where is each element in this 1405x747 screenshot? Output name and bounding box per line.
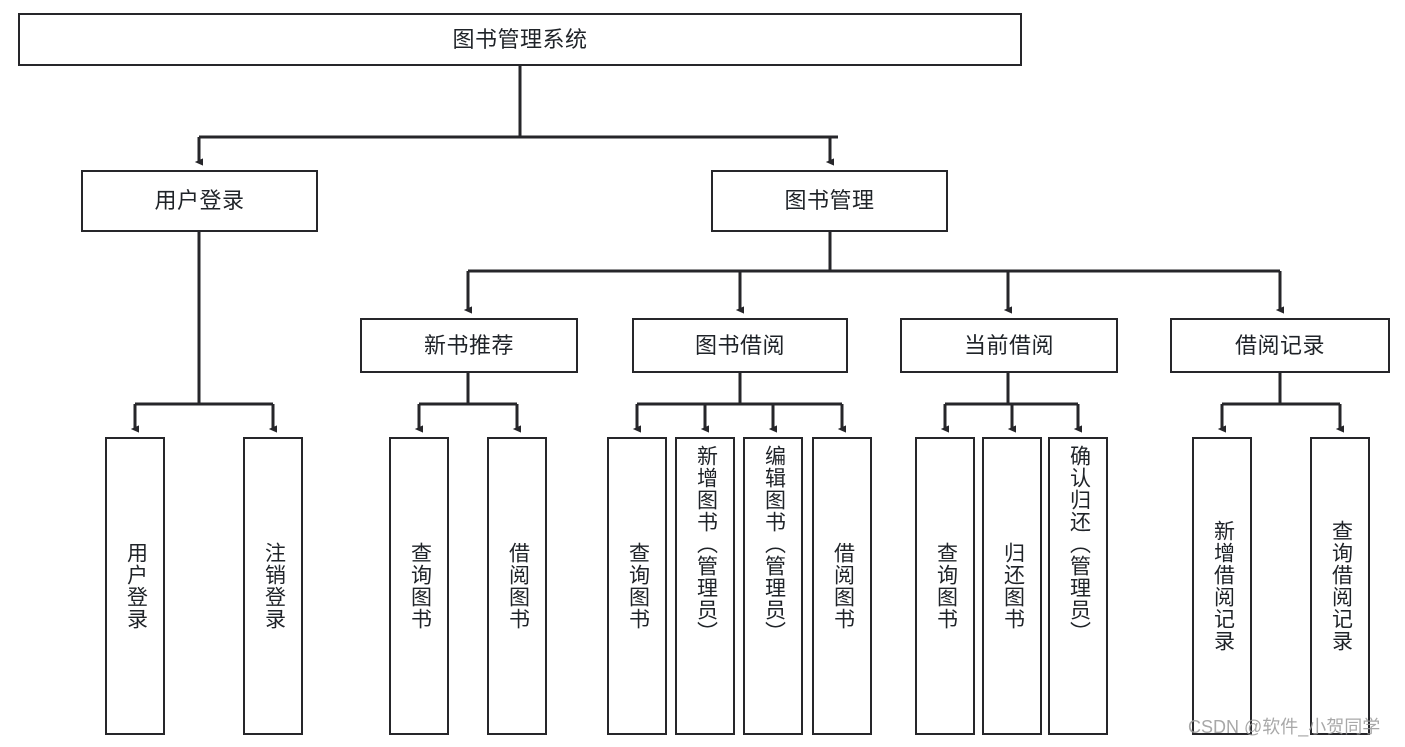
leaf-confirm-return-admin-label: 确认归还（管理员） — [1067, 445, 1091, 643]
leaf-query-book-recommend-label: 查询图书 — [408, 542, 432, 630]
node-root-label: 图书管理系统 — [452, 26, 588, 52]
node-user-login-label: 用户登录 — [154, 188, 245, 213]
leaf-borrow-book[interactable]: 借阅图书 — [812, 437, 872, 735]
leaf-confirm-return-admin[interactable]: 确认归还（管理员） — [1048, 437, 1108, 735]
leaf-query-book-borrow[interactable]: 查询图书 — [607, 437, 667, 735]
leaf-query-borrow-record[interactable]: 查询借阅记录 — [1310, 437, 1370, 735]
node-current-borrow[interactable]: 当前借阅 — [900, 318, 1118, 373]
node-new-book-recommend-label: 新书推荐 — [423, 332, 514, 358]
leaf-query-book-borrow-label: 查询图书 — [626, 542, 650, 630]
node-book-management[interactable]: 图书管理 — [711, 170, 948, 232]
leaf-borrow-book-recommend[interactable]: 借阅图书 — [487, 437, 547, 735]
node-book-borrow[interactable]: 图书借阅 — [632, 318, 848, 373]
leaf-add-book-admin[interactable]: 新增图书（管理员） — [675, 437, 735, 735]
leaf-query-book-current[interactable]: 查询图书 — [915, 437, 975, 735]
leaf-return-book-label: 归还图书 — [1001, 542, 1025, 630]
leaf-logout[interactable]: 注销登录 — [243, 437, 303, 735]
leaf-logout-label: 注销登录 — [262, 542, 286, 630]
node-borrow-record-label: 借阅记录 — [1234, 332, 1325, 358]
leaf-edit-book-admin-label: 编辑图书（管理员） — [762, 445, 786, 643]
leaf-user-login[interactable]: 用户登录 — [105, 437, 165, 735]
leaf-add-borrow-record-label: 新增借阅记录 — [1211, 520, 1235, 652]
node-new-book-recommend[interactable]: 新书推荐 — [360, 318, 578, 373]
node-root[interactable]: 图书管理系统 — [18, 13, 1022, 66]
leaf-return-book[interactable]: 归还图书 — [982, 437, 1042, 735]
leaf-borrow-book-label: 借阅图书 — [831, 542, 855, 630]
leaf-query-borrow-record-label: 查询借阅记录 — [1329, 520, 1353, 652]
leaf-query-book-current-label: 查询图书 — [934, 542, 958, 630]
node-borrow-record[interactable]: 借阅记录 — [1170, 318, 1390, 373]
leaf-borrow-book-recommend-label: 借阅图书 — [506, 542, 530, 630]
leaf-edit-book-admin[interactable]: 编辑图书（管理员） — [743, 437, 803, 735]
node-user-login[interactable]: 用户登录 — [81, 170, 318, 232]
node-current-borrow-label: 当前借阅 — [963, 332, 1054, 358]
leaf-add-borrow-record[interactable]: 新增借阅记录 — [1192, 437, 1252, 735]
leaf-query-book-recommend[interactable]: 查询图书 — [389, 437, 449, 735]
leaf-user-login-label: 用户登录 — [124, 542, 148, 630]
node-book-borrow-label: 图书借阅 — [694, 332, 785, 358]
node-book-management-label: 图书管理 — [784, 188, 875, 213]
leaf-add-book-admin-label: 新增图书（管理员） — [694, 445, 718, 643]
